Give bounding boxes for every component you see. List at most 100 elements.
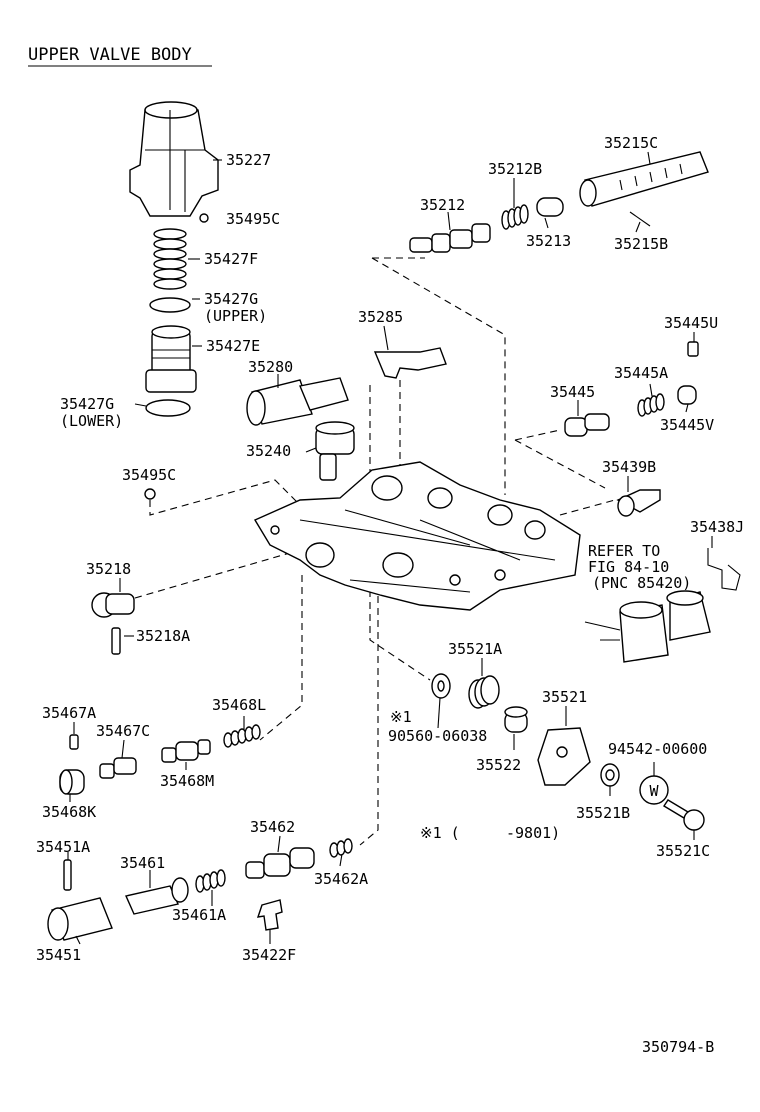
guide-35445 [514, 429, 561, 441]
part-35451A-pin [63, 859, 72, 891]
part-35218A-pin [111, 627, 121, 655]
part-35521A-spring [468, 675, 500, 709]
label-35521C: 35521C [656, 842, 710, 860]
part-35427F-spring [153, 228, 187, 290]
label-35468K: 35468K [42, 803, 96, 821]
refer-note-line2: FIG 84-10 [588, 558, 669, 576]
label-35427G-upper-note: (UPPER) [204, 307, 267, 325]
label-35427G-upper: 35427G [204, 290, 258, 308]
label-35521A: 35521A [448, 640, 502, 658]
part-35285-bracket [373, 347, 447, 379]
refer-note-line3: (PNC 85420) [592, 574, 691, 592]
label-35427G-lower: 35427G [60, 395, 114, 413]
part-35213-plug [536, 197, 564, 217]
label-35468L: 35468L [212, 696, 266, 714]
label-35445: 35445 [550, 383, 595, 401]
washer-symbol-letter: W [649, 782, 659, 800]
part-35521-detent-plate [537, 727, 591, 786]
label-35467A: 35467A [42, 704, 96, 722]
part-35218-plug [91, 592, 135, 618]
guide-35218 [134, 549, 301, 599]
label-35285: 35285 [358, 308, 403, 326]
footnote-mark: ※1 ( [420, 824, 460, 842]
label-35468M: 35468M [160, 772, 214, 790]
label-35451A: 35451A [36, 838, 90, 856]
part-35468K-plug [59, 769, 85, 795]
refer-note-line1: REFER TO [588, 542, 660, 560]
label-35521B: 35521B [576, 804, 630, 822]
part-35445-valve [564, 413, 610, 437]
part-35445V-plug [677, 385, 697, 405]
part-35468L-spring [223, 724, 261, 748]
label-35462A: 35462A [314, 870, 368, 888]
part-35468M-valve [161, 739, 211, 763]
guide-35439B [559, 499, 616, 516]
label-35495C-lower: 35495C [122, 466, 176, 484]
label-35215B: 35215B [614, 235, 668, 253]
part-35462A-spring [329, 838, 353, 858]
part-35521B-washer [600, 763, 620, 787]
part-35427E-piston [145, 325, 197, 393]
label-35427F: 35427F [204, 250, 258, 268]
label-35521: 35521 [542, 688, 587, 706]
part-35280-solenoid [246, 377, 349, 426]
label-35445V: 35445V [660, 416, 714, 434]
label-35467C: 35467C [96, 722, 150, 740]
part-35215B-pin [629, 211, 651, 227]
part-35495C-ball-upper [199, 213, 209, 223]
part-35467A-pin [69, 734, 79, 750]
label-35451: 35451 [36, 946, 81, 964]
part-35445A-spring [637, 393, 665, 417]
part-labels: 35227 35495C 35427F 35427G (UPPER) 35427… [36, 134, 744, 964]
label-35218A: 35218A [136, 627, 190, 645]
label-35445U: 35445U [664, 314, 718, 332]
label-35439B: 35439B [602, 458, 656, 476]
label-35462: 35462 [250, 818, 295, 836]
refer-note: REFER TO FIG 84-10 (PNC 85420) [588, 542, 691, 592]
part-35521C-bolt [663, 799, 705, 831]
part-35451-sleeve [47, 897, 113, 941]
label-94542-00600: 94542-00600 [608, 740, 707, 758]
guide-35212 [371, 257, 506, 495]
diagram-title: UPPER VALVE BODY [28, 45, 192, 65]
part-35212B-spring [501, 204, 529, 230]
part-35462-valve [245, 847, 315, 879]
part-35438J-bracket [707, 548, 741, 591]
label-35438J: 35438J [690, 518, 744, 536]
label-note-mark-1: ※1 [390, 708, 412, 726]
figure-code: 350794-B [642, 1038, 714, 1056]
label-35495C-upper: 35495C [226, 210, 280, 228]
label-35422F: 35422F [242, 946, 296, 964]
footnote-range: -9801) [506, 824, 560, 842]
part-90560-washer [431, 673, 451, 699]
label-35461: 35461 [120, 854, 165, 872]
part-35461-valve [125, 877, 189, 915]
label-35427G-lower-note: (LOWER) [60, 412, 123, 430]
part-35445U-pin [687, 341, 699, 357]
guide-35521A [369, 590, 431, 681]
label-35240: 35240 [246, 442, 291, 460]
valve-body-casting [253, 461, 581, 611]
label-35227: 35227 [226, 151, 271, 169]
part-35227-cover [129, 101, 219, 217]
part-35215C-sleeve [579, 151, 709, 207]
label-35461A: 35461A [172, 906, 226, 924]
label-35213: 35213 [526, 232, 571, 250]
label-35445A: 35445A [614, 364, 668, 382]
guide-35495C [149, 479, 301, 516]
guide-35445-b [514, 439, 606, 489]
guide-35462A [359, 560, 379, 846]
part-35427G-upper-ring [149, 297, 191, 313]
part-35522-roller [504, 706, 528, 733]
part-35240-solenoid [315, 421, 355, 481]
label-90560-06038: 90560-06038 [388, 727, 487, 745]
label-35215C: 35215C [604, 134, 658, 152]
part-35427G-lower-ring [145, 399, 191, 417]
ref-solenoid-group [584, 590, 711, 663]
label-35212B: 35212B [488, 160, 542, 178]
part-35467C-valve [99, 757, 137, 779]
part-35422F-clip [256, 899, 283, 931]
part-35212-valve [409, 223, 491, 253]
label-35427E: 35427E [206, 337, 260, 355]
